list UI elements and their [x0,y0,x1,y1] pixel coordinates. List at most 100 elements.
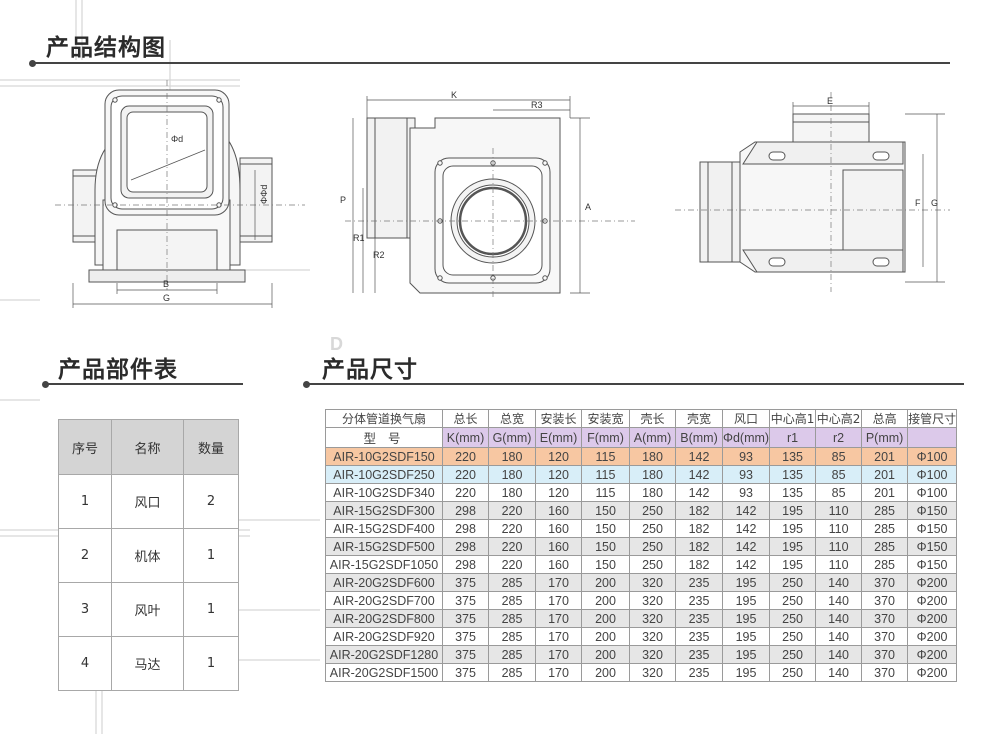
table-cell: 220 [488,537,536,556]
table-cell: 115 [581,465,630,484]
parts-header-cell: 数量 [183,419,239,475]
table-cell: E(mm) [535,427,582,448]
table-cell: 195 [721,573,771,592]
table-cell: 85 [815,447,863,466]
table-cell: G(mm) [488,427,536,448]
table-cell: 120 [535,465,582,484]
table-cell: F(mm) [581,427,630,448]
table-cell: 93 [721,483,771,502]
watermark-letter: D [330,334,343,354]
table-cell: 250 [769,573,817,592]
table-cell: K(mm) [442,427,489,448]
table-cell: 250 [769,663,817,682]
table-cell: 180 [629,465,676,484]
table-cell: 150 [581,519,630,538]
table-cell: 235 [675,573,723,592]
table-cell: 250 [629,537,676,556]
table-cell: 285 [861,519,909,538]
structure-rule [34,62,950,64]
parts-table: 序号 名称 数量 1 风口 2 2 机体 1 3 风叶 1 4 马达 1 [58,419,239,691]
table-cell: 142 [675,447,723,466]
table-cell: 2 [58,528,112,583]
table-cell: 285 [861,537,909,556]
table-cell: 机体 [111,528,184,583]
front-dim-d: Φd [171,134,183,144]
table-cell: 接管尺寸 [907,409,958,428]
table-cell: 总高 [861,409,909,428]
table-cell: 140 [815,591,863,610]
table-cell: 85 [815,465,863,484]
table-cell: 150 [581,555,630,574]
parts-title: 产品部件表 [58,357,178,383]
table-cell: Φ200 [907,627,958,646]
table-cell: 250 [769,645,817,664]
parts-header-cell: 名称 [111,419,184,475]
table-cell: 150 [581,501,630,520]
table-cell: 220 [488,519,536,538]
table-cell: 180 [629,447,676,466]
table-cell: 总长 [442,409,489,428]
table-cell: 200 [581,645,630,664]
table-cell: 370 [861,573,909,592]
table-cell: 250 [769,609,817,628]
table-cell: 235 [675,609,723,628]
table-cell: 中心高1 [769,409,817,428]
table-cell: 235 [675,627,723,646]
table-cell: 风口 [111,474,184,529]
table-cell: 140 [815,663,863,682]
table-cell: 250 [769,627,817,646]
model-cell: AIR-20G2SDF700 [325,591,443,610]
table-cell: 140 [815,609,863,628]
table-cell: 马达 [111,636,184,691]
side-dim-k: K [451,90,457,100]
table-cell: 140 [815,627,863,646]
table-cell: 180 [488,465,536,484]
table-cell: 375 [442,573,489,592]
table-cell: 安装长 [535,409,582,428]
table-row: 1 风口 2 [58,474,239,529]
table-cell: 195 [721,645,771,664]
model-cell: AIR-20G2SDF600 [325,573,443,592]
table-cell: 120 [535,483,582,502]
table-cell: 180 [629,483,676,502]
table-cell: 220 [488,501,536,520]
table-cell: 195 [769,555,817,574]
parts-rule [47,383,243,385]
table-cell: 170 [535,663,582,682]
table-cell: 135 [769,465,817,484]
table-cell: 142 [675,483,723,502]
table-cell: 110 [815,537,863,556]
table-cell: 320 [629,663,676,682]
table-cell: 235 [675,663,723,682]
table-cell: 370 [861,663,909,682]
table-cell: 250 [629,519,676,538]
front-dim-phi: ΦΦd [259,185,269,204]
table-cell: 中心高2 [815,409,863,428]
table-cell: Φ150 [907,555,958,574]
table-cell: 370 [861,645,909,664]
table-cell: Φ150 [907,537,958,556]
table-cell: 180 [488,483,536,502]
table-cell: 风叶 [111,582,184,637]
parts-header-row: 序号 名称 数量 [58,419,239,475]
table-cell: 375 [442,609,489,628]
table-cell: 298 [442,537,489,556]
table-cell: 93 [721,465,771,484]
table-cell: 180 [488,447,536,466]
table-cell: 250 [629,501,676,520]
table-cell: 182 [675,519,723,538]
table-cell: 200 [581,591,630,610]
model-cell: AIR-15G2SDF300 [325,501,443,520]
table-cell: 195 [721,627,771,646]
table-cell: Φd(mm) [721,427,771,448]
table-cell: 120 [535,447,582,466]
table-cell: 250 [769,591,817,610]
table-cell: 201 [861,483,909,502]
table-cell: 160 [535,501,582,520]
table-cell [907,427,958,448]
